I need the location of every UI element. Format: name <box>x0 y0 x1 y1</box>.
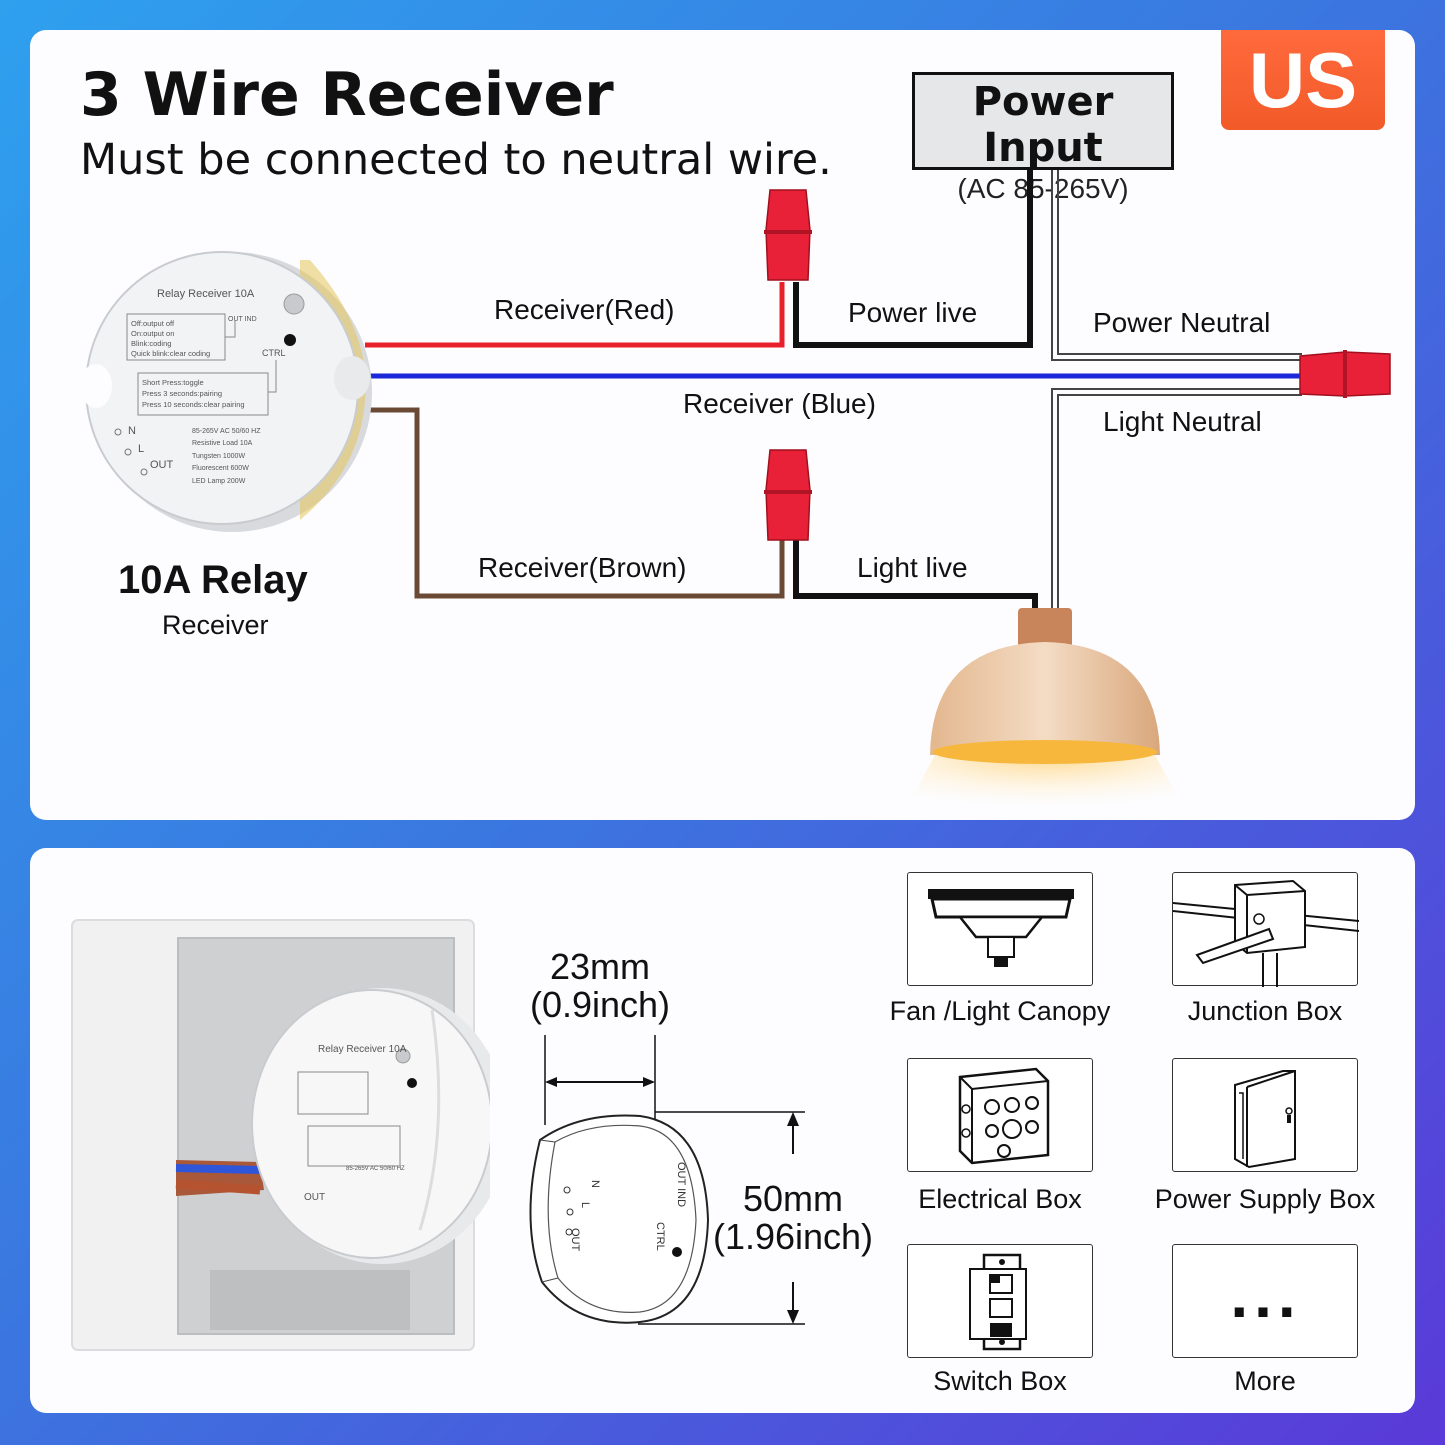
svg-text:OUT: OUT <box>569 1228 581 1252</box>
fan-light-canopy-label: Fan /Light Canopy <box>889 996 1111 1026</box>
switch-box-card <box>907 1244 1093 1358</box>
page-subtitle: Must be connected to neutral wire. <box>80 135 832 185</box>
power-supply-box-card <box>1172 1058 1358 1172</box>
svg-text:On:output on: On:output on <box>131 329 174 338</box>
svg-text:N: N <box>589 1180 601 1188</box>
svg-text:Fluorescent 600W: Fluorescent 600W <box>192 465 249 472</box>
pendant-lamp-illustration <box>900 608 1190 820</box>
junction-box-icon <box>1173 879 1359 987</box>
relay-label-top: Relay Receiver 10A <box>157 288 255 300</box>
svg-text:Quick blink:clear coding: Quick blink:clear coding <box>131 349 210 358</box>
wire-connector-neutral <box>1299 350 1391 398</box>
svg-text:CTRL: CTRL <box>262 348 286 358</box>
relay-title: 10A Relay <box>118 558 308 602</box>
light-live-wire <box>793 540 1038 612</box>
svg-text:N: N <box>128 425 136 437</box>
svg-text:LED Lamp 200W: LED Lamp 200W <box>192 478 246 485</box>
svg-text:Short Press:toggle: Short Press:toggle <box>142 378 204 387</box>
svg-text:Blink:coding: Blink:coding <box>131 339 171 348</box>
svg-text:Press 10 seconds:clear pairing: Press 10 seconds:clear pairing <box>142 400 245 409</box>
svg-text:OUT IND: OUT IND <box>675 1162 687 1207</box>
label-light-neutral: Light Neutral <box>1103 406 1262 437</box>
svg-text:L: L <box>138 443 144 455</box>
electrical-box-card <box>907 1058 1093 1172</box>
svg-text:Off:output off: Off:output off <box>131 319 175 328</box>
wire-connector-top <box>764 189 812 281</box>
relay-subtitle: Receiver <box>162 610 269 640</box>
junction-box-card <box>1172 872 1359 987</box>
junction-box-label: Junction Box <box>1187 996 1343 1026</box>
power-supply-box-label: Power Supply Box <box>1154 1184 1376 1214</box>
light-neutral-wire <box>1051 388 1302 610</box>
power-input-box: Power Input (AC 85-265V) <box>912 72 1174 204</box>
power-neutral-wire <box>1051 170 1302 361</box>
svg-text:OUT IND: OUT IND <box>228 316 257 323</box>
page-title: 3 Wire Receiver <box>80 60 614 130</box>
power-supply-box-icon <box>1234 1070 1296 1169</box>
fan-light-canopy-card <box>907 872 1093 986</box>
svg-text:85-265V AC 50/60 HZ: 85-265V AC 50/60 HZ <box>346 1166 405 1172</box>
svg-text:Relay Receiver 10A: Relay Receiver 10A <box>318 1044 407 1055</box>
svg-text:Press 3 seconds:pairing: Press 3 seconds:pairing <box>142 389 222 398</box>
svg-text:85-265V AC 50/60 HZ: 85-265V AC 50/60 HZ <box>192 428 261 435</box>
svg-text:Tungsten 1000W: Tungsten 1000W <box>192 453 245 460</box>
label-receiver-blue: Receiver (Blue) <box>683 388 876 419</box>
fan-light-canopy-icon <box>928 889 1074 967</box>
electrical-box-label: Electrical Box <box>918 1184 1082 1214</box>
label-receiver-brown: Receiver(Brown) <box>478 552 687 583</box>
relay-receiver-device: Relay Receiver 10A OUT IND CTRL Off:outp… <box>80 251 372 532</box>
relay-in-box-illustration: Relay Receiver 10A OUT 85-265V AC 50/60 … <box>71 919 490 1351</box>
svg-text:L: L <box>579 1202 591 1208</box>
label-light-live: Light live <box>857 552 968 583</box>
more-icon: ... <box>1230 1259 1302 1331</box>
dimension-width: 23mm (0.9inch) <box>520 948 680 1024</box>
dimension-diameter-inch: (1.96inch) <box>712 1216 874 1257</box>
dimension-drawing: OUT IND CTRL N L OUT <box>529 1035 805 1325</box>
power-input-spec: (AC 85-265V) <box>957 173 1129 204</box>
dimension-diameter-mm: 50mm <box>742 1178 844 1219</box>
svg-text:CTRL: CTRL <box>654 1222 666 1251</box>
switch-box-icon <box>969 1253 1027 1351</box>
receiver-red-wire <box>365 282 785 348</box>
power-input-title: Power Input <box>972 79 1114 171</box>
label-power-live: Power live <box>848 297 978 328</box>
dimension-diameter: 50mm (1.96inch) <box>707 1180 879 1256</box>
svg-text:OUT: OUT <box>150 459 174 471</box>
power-live-wire <box>793 170 1033 348</box>
more-card: ... <box>1172 1244 1358 1358</box>
label-power-neutral: Power Neutral <box>1093 307 1271 338</box>
svg-text:Resistive Load 10A: Resistive Load 10A <box>192 440 253 447</box>
more-label: More <box>1234 1366 1296 1396</box>
wire-connector-bottom <box>764 449 812 541</box>
electrical-box-icon <box>958 1067 1050 1165</box>
dimension-width-inch: (0.9inch) <box>529 984 671 1025</box>
switch-box-label: Switch Box <box>933 1366 1067 1396</box>
wiring-diagram: Relay Receiver 10A OUT IND CTRL Off:outp… <box>80 170 1391 820</box>
region-badge: US <box>1221 30 1385 130</box>
label-receiver-red: Receiver(Red) <box>494 294 675 325</box>
svg-text:OUT: OUT <box>304 1192 325 1203</box>
dimension-width-mm: 23mm <box>549 946 651 987</box>
receiver-brown-wire <box>365 407 785 599</box>
